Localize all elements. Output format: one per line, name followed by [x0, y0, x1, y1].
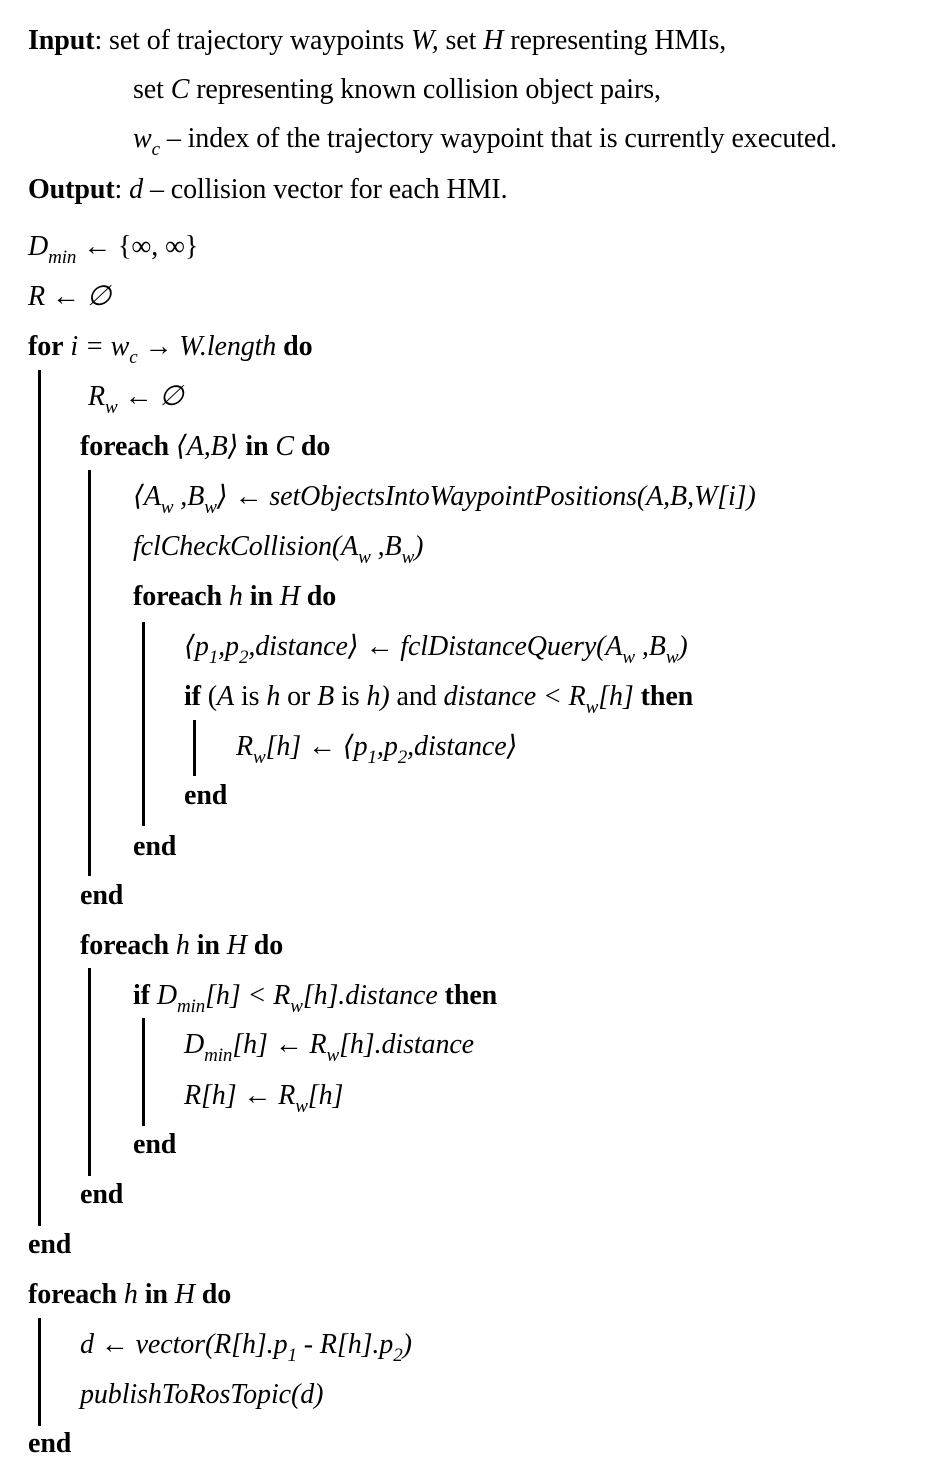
line-fcl-check: fclCheckCollision(Aw ,Bw): [133, 531, 424, 568]
line-final-foreach: foreach h in H do: [28, 1279, 232, 1310]
line-for: for i = wc → W.length do: [28, 331, 313, 368]
line-dmin-init: Dmin ← {∞, ∞}: [28, 231, 199, 268]
line-end-foreach-h: end: [133, 831, 177, 862]
line-if-distance: if (A is h or B is h) and distance < Rw[…: [184, 681, 694, 718]
block-bar-for: [38, 370, 41, 1226]
output-line: Output: d – collision vector for each HM…: [28, 174, 508, 205]
block-bar-foreach-c: [88, 470, 91, 876]
block-bar-if-dmin: [142, 1018, 145, 1126]
input-line-3: wc – index of the trajectory waypoint th…: [133, 123, 838, 160]
line-rw-init: Rw ← ∅: [88, 381, 184, 418]
input-keyword: Input: [28, 25, 95, 56]
line-foreach-h-2: foreach h in H do: [80, 930, 284, 961]
line-end-for: end: [28, 1229, 72, 1260]
line-end-if-dmin: end: [133, 1129, 177, 1160]
line-assign-rw: Rw[h] ← ⟨p1,p2,distance⟩: [236, 731, 518, 768]
block-bar-final-foreach: [38, 1318, 41, 1426]
line-distance-query: ⟨p1,p2,distance⟩ ← fclDistanceQuery(Aw ,…: [184, 631, 688, 668]
line-vector: d ← vector(R[h].p1 - R[h].p2): [80, 1329, 412, 1366]
line-if-dmin: if Dmin[h] < Rw[h].distance then: [133, 980, 498, 1017]
line-assign-dmin: Dmin[h] ← Rw[h].distance: [184, 1029, 475, 1066]
line-end-foreach-pair: end: [80, 880, 124, 911]
line-set-objects: ⟨Aw ,Bw⟩ ← setObjectsIntoWaypointPositio…: [133, 481, 756, 518]
block-bar-if-distance: [193, 720, 196, 776]
line-end-final: end: [28, 1428, 72, 1459]
input-line-2: set C representing known collision objec…: [133, 74, 661, 105]
block-bar-foreach-h2: [88, 968, 91, 1176]
block-bar-foreach-h: [142, 622, 145, 826]
output-keyword: Output: [28, 174, 115, 205]
input-line-1: Input: set of trajectory waypoints W, se…: [28, 25, 727, 56]
line-end-if: end: [184, 780, 228, 811]
line-publish: publishToRosTopic(d): [80, 1379, 324, 1410]
line-foreach-pair: foreach ⟨A,B⟩ in C do: [80, 431, 331, 462]
line-end-foreach-h-2: end: [80, 1179, 124, 1210]
line-assign-r: R[h] ← Rw[h]: [184, 1080, 344, 1117]
line-foreach-h: foreach h in H do: [133, 581, 337, 612]
line-r-init: R ← ∅: [28, 281, 111, 312]
